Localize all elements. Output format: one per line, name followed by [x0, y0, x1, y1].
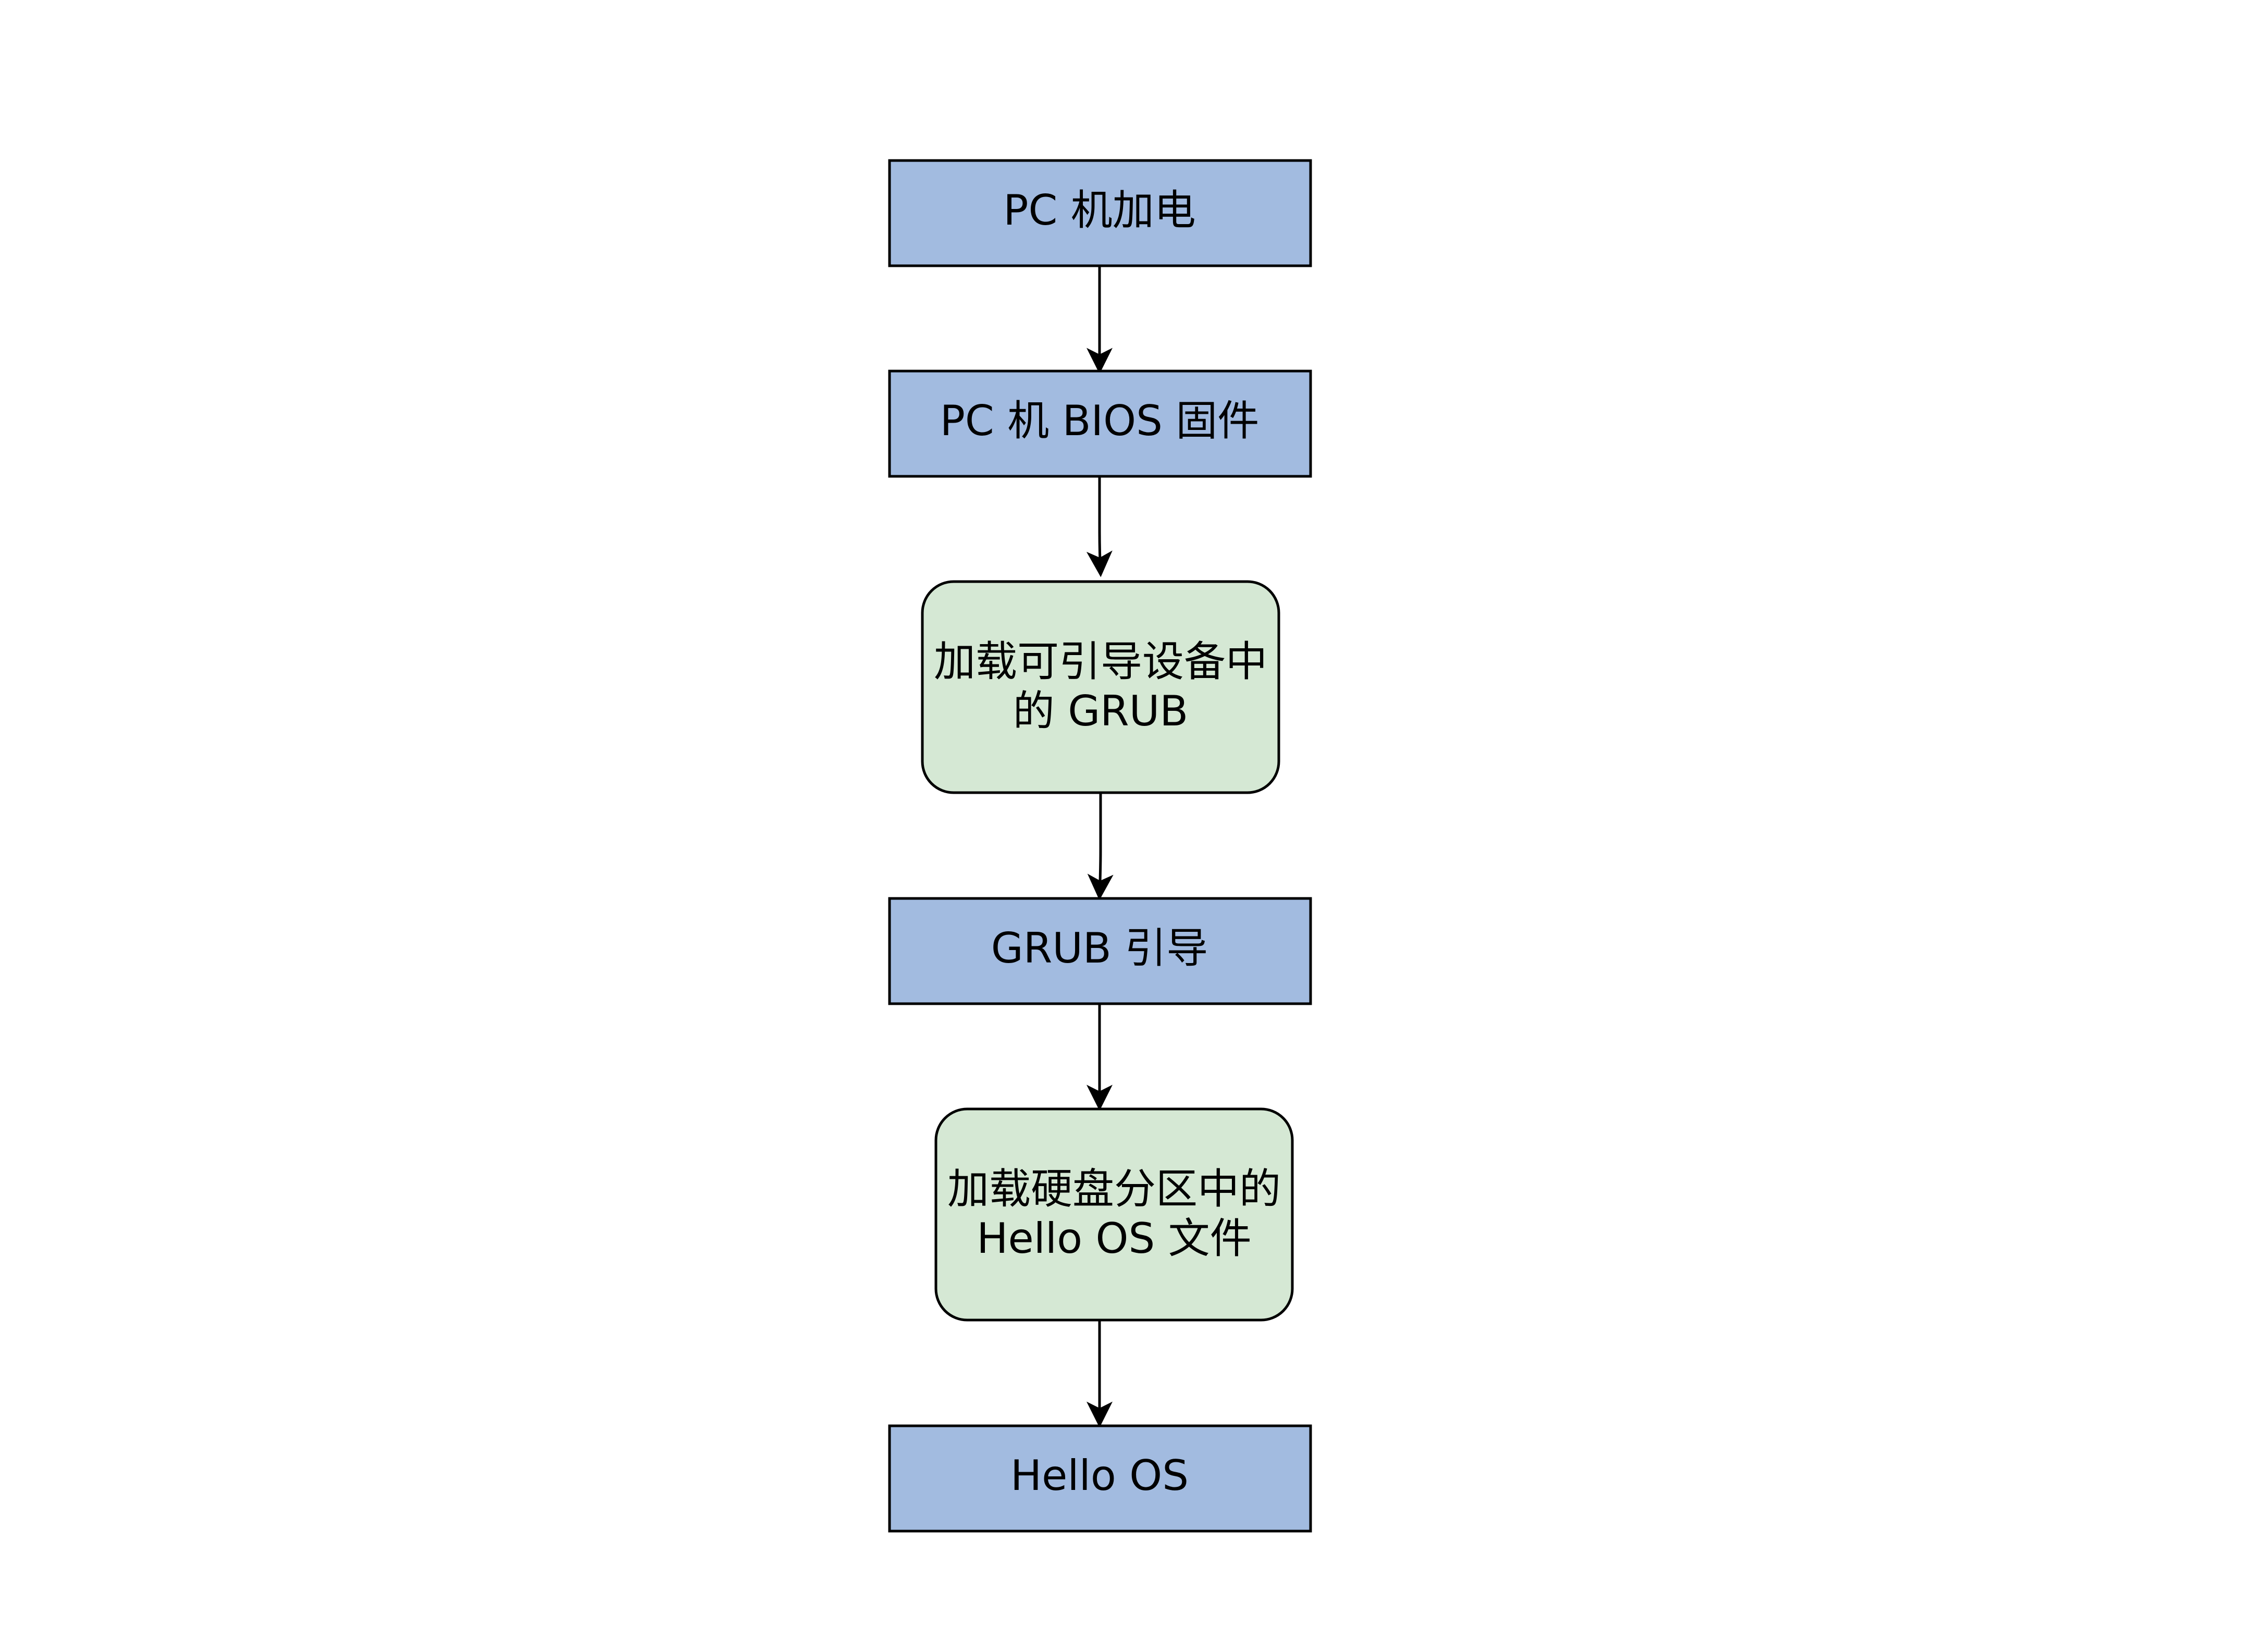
node-hello-os-box — [888, 1424, 1312, 1533]
node-hello-os-label: Hello OS — [1010, 1451, 1189, 1500]
node-load-grub-box — [921, 580, 1280, 794]
node-power-on-label: PC 机加电 — [1003, 186, 1196, 235]
node-load-hello-os-file: 加载硬盘分区中的 Hello OS 文件 — [934, 1107, 1294, 1322]
svg-text:加载可引导设备中: 加载可引导设备中 — [934, 637, 1267, 686]
node-grub-boot-box — [888, 897, 1312, 1005]
node-bios-firmware-label: PC 机 BIOS 固件 — [940, 397, 1260, 445]
edge-bios-firmware-to-load-grub — [1086, 475, 1113, 577]
node-grub-boot: GRUB 引导 — [888, 897, 1312, 1005]
node-bios-firmware-box — [888, 369, 1312, 478]
node-load-hello-os-file-label-line1: 加载硬盘分区中的 — [947, 1165, 1281, 1213]
node-load-hello-os-file-box — [934, 1107, 1294, 1322]
node-load-grub-label-line1: 加载可引导设备中 — [934, 637, 1267, 686]
node-bios-firmware: PC 机 BIOS 固件 — [888, 369, 1312, 478]
edge-load-grub-to-grub-boot — [1087, 794, 1114, 901]
svg-text:的 GRUB: 的 GRUB — [1013, 687, 1188, 735]
svg-text:加载硬盘分区中的: 加载硬盘分区中的 — [947, 1165, 1281, 1213]
nodes-layer: PC 机加电 PC 机 BIOS 固件 加载可引导设备中 的 GRUB GRUB… — [888, 159, 1312, 1533]
svg-text:PC 机 BIOS 固件: PC 机 BIOS 固件 — [940, 397, 1260, 445]
node-power-on: PC 机加电 — [888, 159, 1312, 267]
node-load-hello-os-file-label-line2: Hello OS 文件 — [977, 1214, 1251, 1263]
node-hello-os: Hello OS — [888, 1424, 1312, 1533]
svg-text:PC 机加电: PC 机加电 — [1003, 186, 1196, 235]
svg-text:GRUB 引导: GRUB 引导 — [991, 924, 1208, 972]
svg-text:Hello OS: Hello OS — [1010, 1451, 1189, 1500]
node-grub-boot-label: GRUB 引导 — [991, 924, 1208, 972]
node-load-grub-label-line2: 的 GRUB — [1013, 687, 1188, 735]
svg-text:Hello OS 文件: Hello OS 文件 — [977, 1214, 1251, 1263]
node-power-on-box — [888, 159, 1312, 267]
edges-layer — [1086, 265, 1114, 1428]
node-load-grub: 加载可引导设备中 的 GRUB — [921, 580, 1280, 794]
